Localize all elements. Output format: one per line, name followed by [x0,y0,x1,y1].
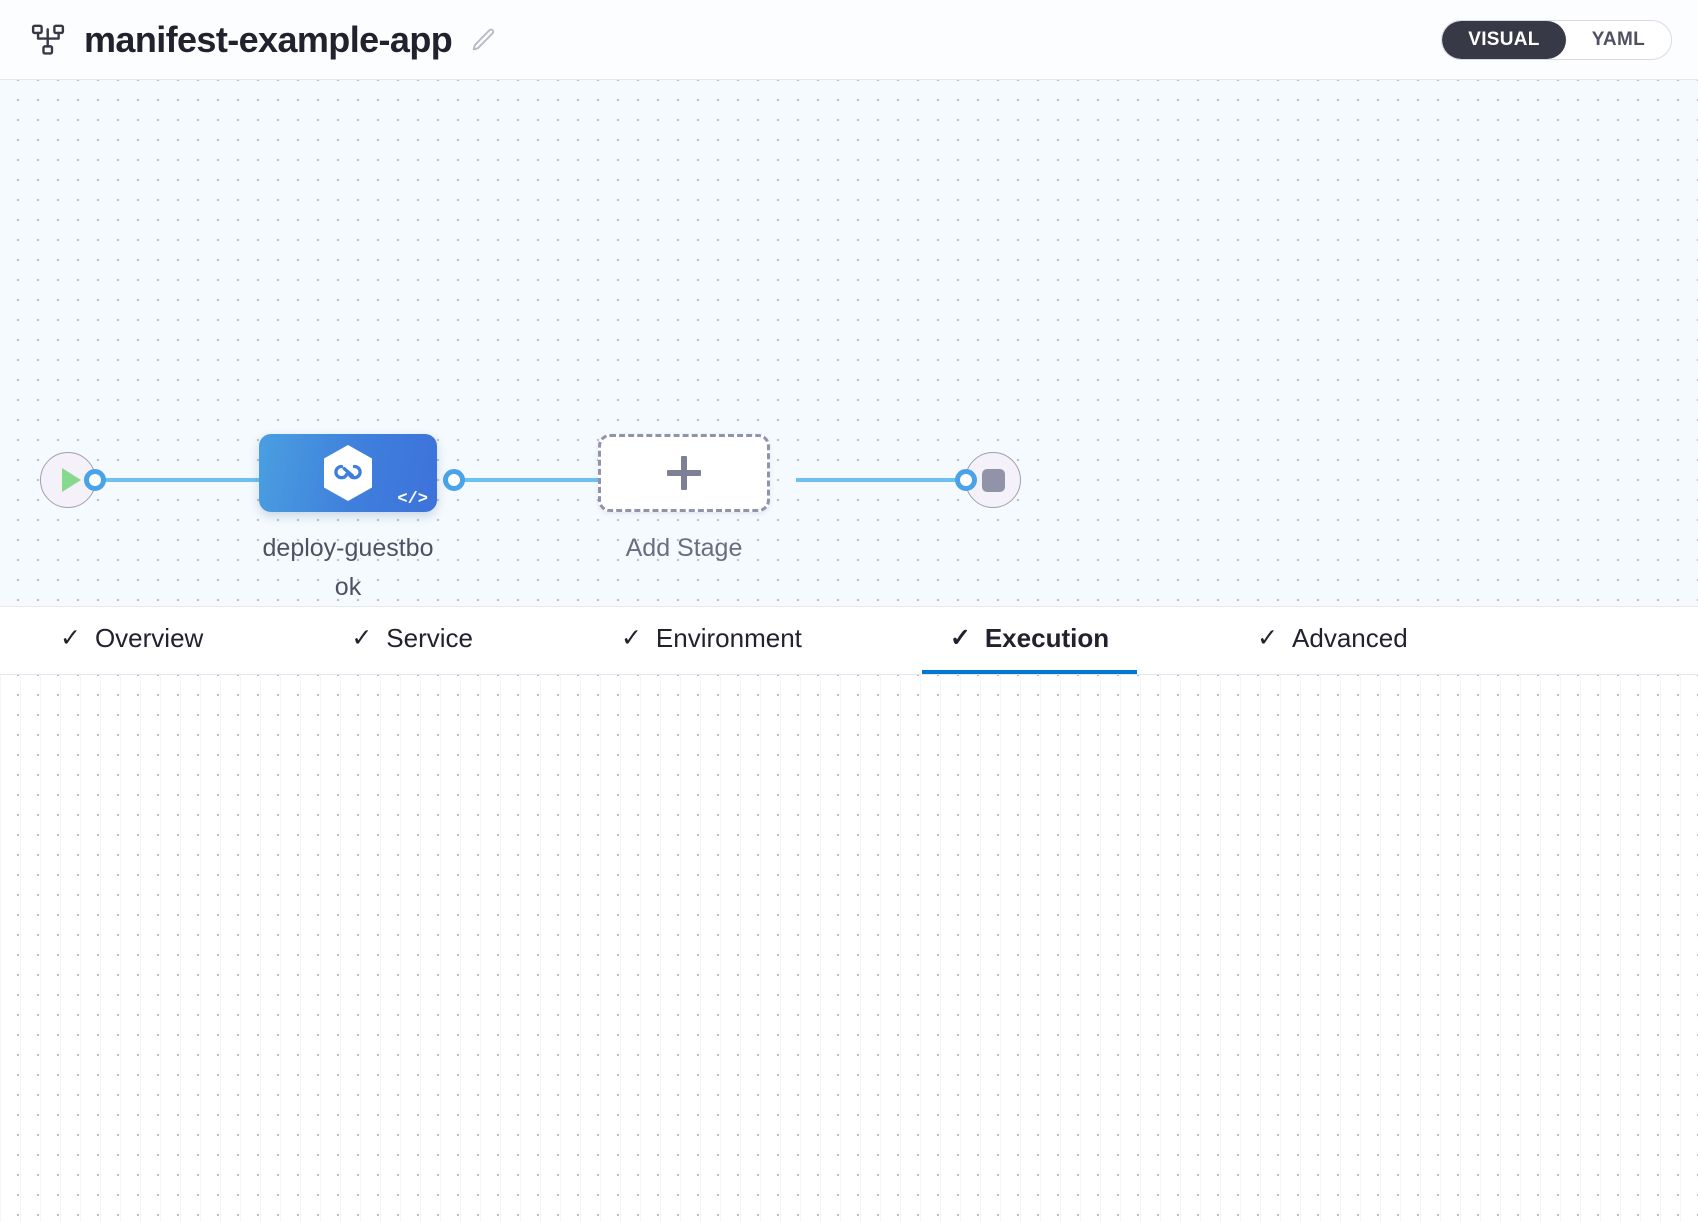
header-left-group: manifest-example-app [28,19,498,61]
tab-service[interactable]: ✓ Service [323,607,501,674]
add-stage-button[interactable] [598,434,770,512]
tab-spacer [231,607,323,674]
tab-spacer [1137,607,1229,674]
edge-port [955,469,977,491]
tab-spacer [830,607,922,674]
app-header: manifest-example-app VISUAL YAML [0,0,1698,80]
tab-label: Overview [94,623,204,653]
edge-add-to-end [796,478,961,482]
tab-environment[interactable]: ✓ Environment [593,607,830,674]
check-icon: ✓ [1257,624,1279,652]
add-stage-node[interactable]: Add Stage [598,434,770,568]
play-icon [61,468,81,492]
execution-canvas[interactable]: HarnessApproval_1 </> K8sCanaryDeploy_1 … [0,675,1698,1222]
stage-node-deploy-guestbook[interactable]: </> deploy-guestbook [259,434,437,606]
code-badge-icon: </> [397,490,428,509]
tab-overview[interactable]: ✓ Overview [32,607,231,674]
tab-label: Execution [984,623,1110,653]
stage-connector-row [40,452,1021,508]
tab-label: Environment [655,623,802,653]
plus-icon [667,456,701,490]
stage-node-label: deploy-guestbook [262,534,434,601]
check-icon: ✓ [620,624,642,652]
header-right-group: VISUAL YAML [1441,19,1672,60]
check-icon: ✓ [60,624,81,652]
mode-option-visual[interactable]: VISUAL [1442,20,1566,59]
pipeline-nodes-icon [28,20,68,60]
stage-canvas[interactable]: </> deploy-guestbook Add Stage [0,80,1698,607]
mode-option-yaml[interactable]: YAML [1591,28,1645,50]
harness-hexagon-icon [324,445,372,501]
page-title: manifest-example-app [84,18,453,60]
tab-execution[interactable]: ✓ Execution [921,607,1138,674]
tab-spacer [501,607,593,674]
tab-advanced[interactable]: ✓ Advanced [1229,607,1436,674]
pencil-icon[interactable] [468,25,498,55]
add-stage-label: Add Stage [625,534,743,562]
edge-port [84,469,106,491]
stage-node-body[interactable]: </> [259,434,437,512]
check-icon: ✓ [351,624,373,652]
check-icon: ✓ [949,624,971,652]
stage-tab-bar[interactable]: ✓ Overview ✓ Service ✓ Environment ✓ Exe… [0,607,1698,675]
view-mode-toggle[interactable]: VISUAL YAML [1441,19,1672,60]
tab-label: Advanced [1292,623,1408,653]
edge-stage-to-add [459,478,624,482]
edge-port [443,469,465,491]
stop-icon [981,468,1005,492]
tab-label: Service [386,623,473,653]
edge-start-to-stage [100,478,265,482]
